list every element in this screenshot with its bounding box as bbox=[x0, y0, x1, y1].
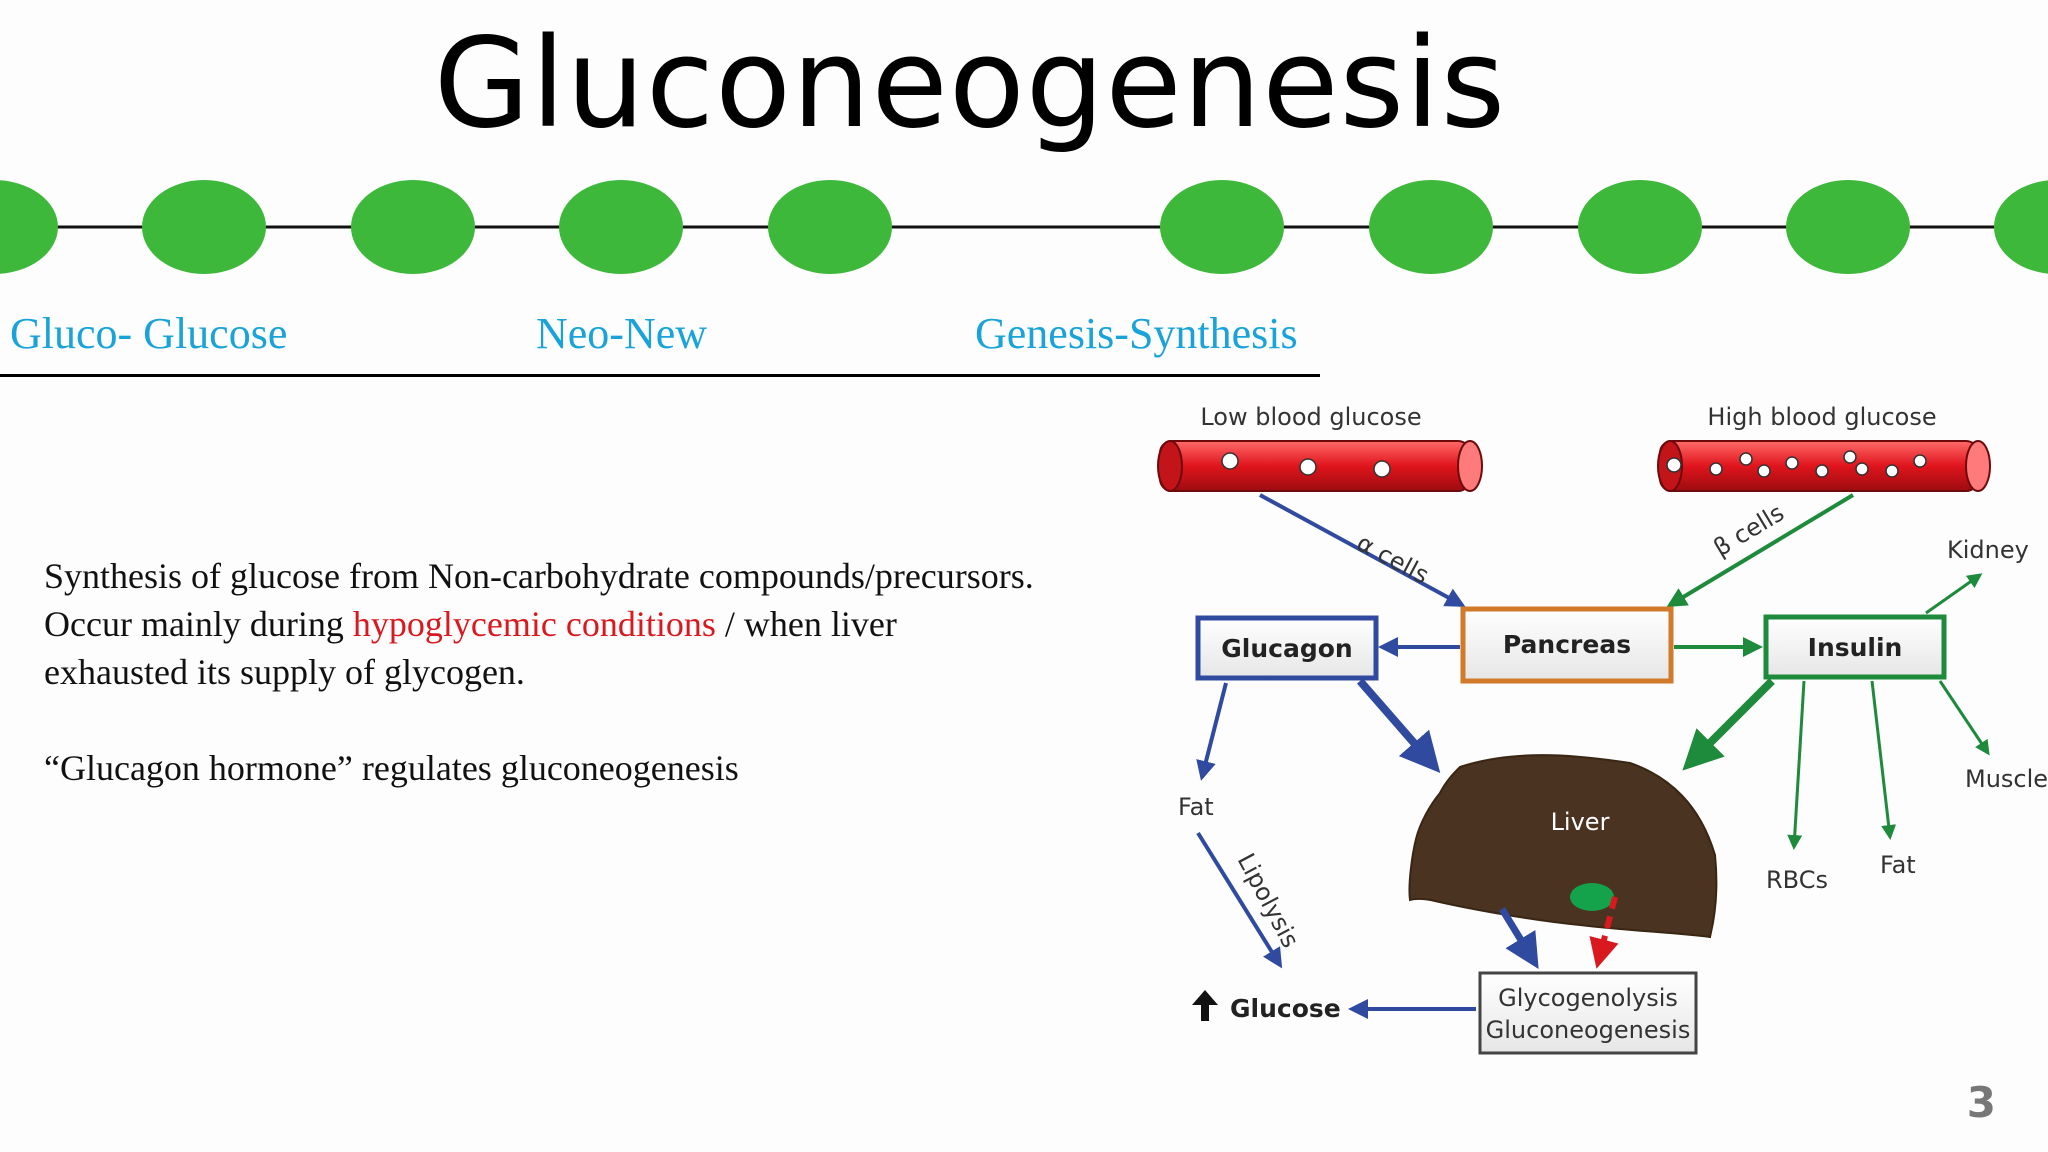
lipolysis-arrow bbox=[1196, 831, 1283, 969]
liver-glyco-dashed-arrow bbox=[1589, 896, 1619, 969]
insulin-kidney-arrow bbox=[1925, 573, 1983, 615]
low-glucose-vessel bbox=[1157, 440, 1483, 492]
glycogenolysis-box: Glycogenolysis Gluconeogenesis bbox=[1478, 971, 1698, 1055]
insulin-liver-arrow bbox=[1682, 678, 1775, 771]
green-dot bbox=[1160, 180, 1284, 274]
pancreas-label: Pancreas bbox=[1503, 630, 1631, 659]
gluconeogenesis-label: Gluconeogenesis bbox=[1486, 1016, 1691, 1044]
decorative-dot-line bbox=[0, 180, 2048, 274]
liver-label: Liver bbox=[1551, 808, 1610, 836]
insulin-label: Insulin bbox=[1808, 633, 1903, 662]
insulin-muscle-arrow bbox=[1938, 680, 1990, 756]
prefix-underline bbox=[0, 374, 1320, 377]
body-text: Synthesis of glucose from Non-carbohydra… bbox=[44, 552, 1164, 792]
slide-title: Gluconeogenesis bbox=[433, 12, 1507, 156]
prefix-gluco: Gluco- Glucose bbox=[10, 309, 288, 358]
insulin-fat-arrow bbox=[1870, 680, 1897, 840]
body-line-3: exhausted its supply of glycogen. bbox=[44, 652, 525, 692]
lipolysis-label: Lipolysis bbox=[1232, 849, 1305, 953]
green-dot bbox=[559, 180, 683, 274]
alpha-arrow bbox=[1259, 493, 1466, 607]
glycogenolysis-label: Glycogenolysis bbox=[1498, 984, 1678, 1012]
body-line-2-start: Occur mainly during bbox=[44, 604, 353, 644]
high-blood-glucose-label: High blood glucose bbox=[1707, 403, 1936, 431]
alpha-cells-label: α cells bbox=[1352, 529, 1433, 590]
insulin-box: Insulin bbox=[1763, 614, 1947, 680]
low-blood-glucose-label: Low blood glucose bbox=[1200, 403, 1421, 431]
body-line-2: Occur mainly during hypoglycemic conditi… bbox=[44, 600, 1164, 648]
fat-right-label: Fat bbox=[1880, 851, 1916, 879]
body-line-1: Synthesis of glucose from Non-carbohydra… bbox=[44, 556, 1034, 596]
glucose-label: Glucose bbox=[1230, 994, 1341, 1023]
rbcs-label: RBCs bbox=[1766, 866, 1828, 894]
glucagon-label: Glucagon bbox=[1221, 634, 1352, 663]
green-dot bbox=[351, 180, 475, 274]
fat-left-label: Fat bbox=[1178, 793, 1214, 821]
insulin-rbcs-arrow bbox=[1787, 680, 1806, 850]
green-dot bbox=[768, 180, 892, 274]
body-line-4: “Glucagon hormone” regulates gluconeogen… bbox=[44, 748, 739, 788]
glucagon-box: Glucagon bbox=[1195, 615, 1379, 681]
kidney-label: Kidney bbox=[1947, 536, 2029, 564]
muscle-label: Muscle bbox=[1965, 765, 2048, 793]
prefix-neo: Neo-New bbox=[536, 309, 708, 358]
body-line-2-end: / when liver bbox=[715, 604, 897, 644]
glucose-regulation-diagram: Low blood glucose High blood glucose bbox=[1157, 403, 2048, 1055]
hypoglycemic-highlight: hypoglycemic conditions bbox=[352, 604, 716, 644]
green-dot bbox=[1369, 180, 1493, 274]
green-dot bbox=[1994, 180, 2048, 274]
page-number: 3 bbox=[1966, 1078, 1996, 1127]
up-arrow-icon bbox=[1192, 990, 1218, 1021]
green-dot bbox=[0, 180, 58, 274]
liver-glyco-arrow bbox=[1499, 907, 1539, 969]
pancreas-box: Pancreas bbox=[1460, 606, 1674, 684]
glucagon-liver-arrow bbox=[1356, 678, 1441, 774]
beta-arrow bbox=[1666, 493, 1855, 608]
green-dot bbox=[1786, 180, 1910, 274]
liver-shape: Liver bbox=[1408, 754, 1718, 939]
high-glucose-vessel bbox=[1657, 440, 1991, 492]
beta-cells-label: β cells bbox=[1709, 499, 1789, 563]
glucagon-fat-arrow bbox=[1196, 682, 1228, 781]
green-dot bbox=[142, 180, 266, 274]
green-dot bbox=[1578, 180, 1702, 274]
prefix-genesis: Genesis-Synthesis bbox=[975, 309, 1298, 358]
